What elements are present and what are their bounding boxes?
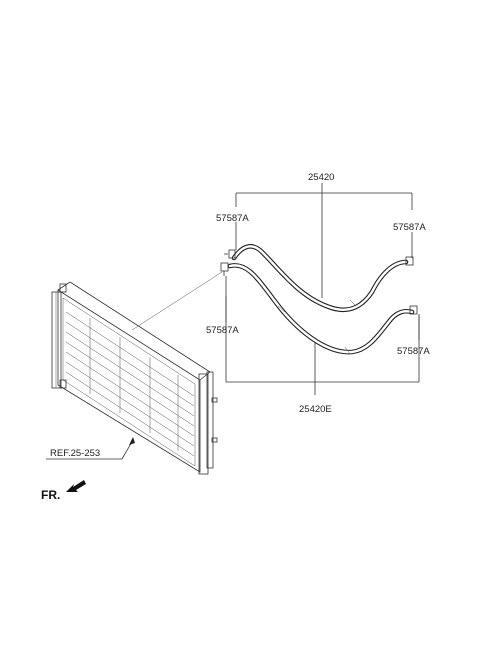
label-25420e: 25420E	[299, 404, 332, 415]
front-indicator: FR.	[41, 480, 86, 502]
label-57587a-top-right: 57587A	[393, 222, 426, 233]
radiator-leader-line	[131, 271, 223, 331]
ref-label: REF.25-253	[50, 448, 100, 459]
ref-callout: REF.25-253	[46, 437, 135, 460]
hose-upper	[231, 244, 409, 313]
label-25420: 25420	[308, 172, 334, 183]
clamp-top-right	[405, 256, 414, 266]
clamp-mid-left	[220, 262, 229, 276]
clamp-leaders	[225, 222, 420, 340]
callout-25420	[235, 183, 413, 298]
label-57587a-mid-left: 57587A	[206, 325, 239, 336]
callout-25420e	[225, 276, 420, 395]
clamp-bottom-right	[409, 305, 418, 315]
front-arrow-icon	[66, 480, 86, 492]
front-label: FR.	[41, 488, 60, 502]
radiator-assembly	[51, 281, 218, 475]
radiator-fins	[65, 311, 195, 457]
hose-lower	[227, 263, 415, 355]
label-57587a-bottom-right: 57587A	[397, 346, 430, 357]
clamp-top-left	[224, 249, 236, 259]
label-57587a-top-left: 57587A	[216, 213, 249, 224]
